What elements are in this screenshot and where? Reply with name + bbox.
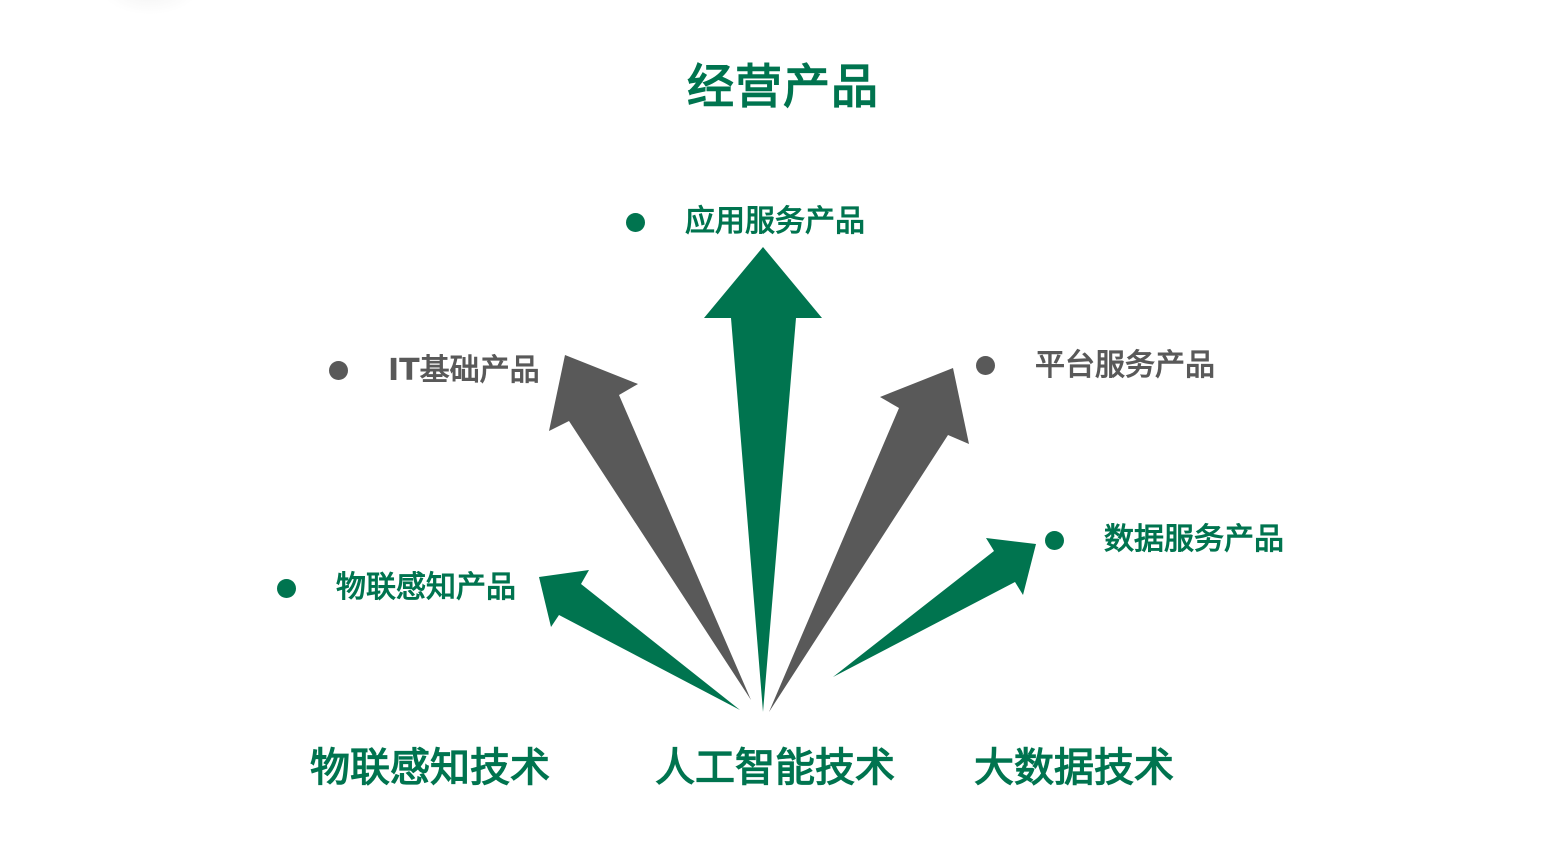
product-label-iot-sensing: 物联感知产品 bbox=[336, 570, 516, 605]
bullet-dot bbox=[976, 356, 995, 375]
bullet-dot bbox=[277, 579, 296, 598]
product-label-it-infrastructure: IT基础产品 bbox=[388, 353, 540, 388]
product-label-data-services: 数据服务产品 bbox=[1104, 522, 1284, 557]
bullet-dot bbox=[329, 361, 348, 380]
arrow-platform-services bbox=[769, 368, 969, 712]
decorative-shadow bbox=[100, 0, 200, 15]
bullet-dot bbox=[1045, 531, 1064, 550]
arrow-data-services bbox=[833, 538, 1036, 677]
product-label-platform-services: 平台服务产品 bbox=[1035, 348, 1215, 383]
arrow-it-infrastructure bbox=[549, 355, 751, 700]
arrow-application-services bbox=[704, 247, 822, 712]
bullet-dot bbox=[626, 213, 645, 232]
tech-label-ai: 人工智能技术 bbox=[655, 745, 895, 791]
diagram-title: 经营产品 bbox=[687, 60, 879, 115]
arrow-iot-sensing bbox=[539, 570, 740, 710]
tech-label-big-data: 大数据技术 bbox=[974, 745, 1174, 791]
tech-label-iot-sensing: 物联感知技术 bbox=[310, 745, 550, 791]
product-label-application-services: 应用服务产品 bbox=[685, 204, 865, 239]
